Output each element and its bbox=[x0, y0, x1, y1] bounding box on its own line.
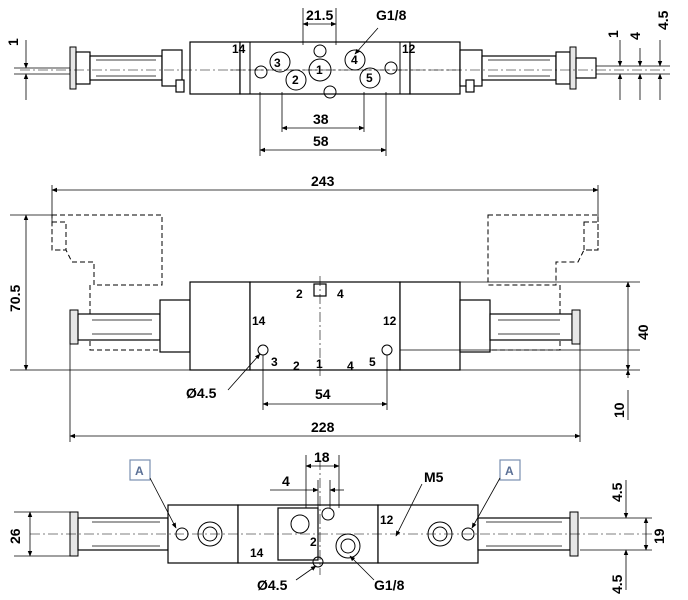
bottom-dim-4: 4 bbox=[282, 473, 290, 489]
front-dim-243: 243 bbox=[311, 173, 335, 189]
top-dim-58: 58 bbox=[313, 133, 329, 149]
top-dim-1-right: 1 bbox=[605, 30, 621, 38]
front-dim-10: 10 bbox=[611, 402, 627, 418]
bottom-dim-hole: Ø4.5 bbox=[257, 577, 288, 593]
top-dim-38: 38 bbox=[313, 111, 329, 127]
bottom-port-12: 12 bbox=[380, 513, 394, 527]
top-port-14: 14 bbox=[232, 42, 246, 56]
bottom-view-marker-right-label: A bbox=[505, 464, 514, 478]
bottom-dim-26: 26 bbox=[7, 528, 23, 544]
bottom-view-marker-left bbox=[129, 459, 151, 481]
bottom-view: 12 2 14 A A 18 4 M5 Ø4.5 G1/8 26 bbox=[7, 449, 667, 594]
bottom-port-14: 14 bbox=[250, 546, 264, 560]
front-dim-228: 228 bbox=[311, 419, 335, 435]
top-port-2: 2 bbox=[292, 73, 299, 87]
front-port-1: 1 bbox=[316, 357, 323, 371]
bottom-dim-m5: M5 bbox=[424, 469, 444, 485]
front-port-5: 5 bbox=[369, 355, 376, 369]
front-right-connector-outline bbox=[487, 214, 599, 286]
front-port-3: 3 bbox=[271, 355, 278, 369]
top-left-solenoid bbox=[69, 46, 185, 93]
front-port-4b: 4 bbox=[347, 359, 354, 373]
bottom-dim-4-5-bottom: 4.5 bbox=[609, 574, 625, 594]
front-left-connector-outline bbox=[51, 214, 163, 286]
top-dim-1-left: 1 bbox=[5, 38, 21, 46]
top-view: 14 12 3 1 2 4 5 21.5 G1/8 38 58 1 1 bbox=[5, 7, 671, 156]
front-valve-body bbox=[249, 281, 401, 371]
front-port-14: 14 bbox=[252, 314, 266, 328]
bottom-view-marker-left-label: A bbox=[135, 464, 144, 478]
top-port-12: 12 bbox=[402, 42, 416, 56]
front-port-2: 2 bbox=[296, 287, 303, 301]
front-port-2b: 2 bbox=[293, 359, 300, 373]
front-dim-54: 54 bbox=[315, 386, 331, 402]
top-dim-4: 4 bbox=[627, 32, 643, 40]
bottom-dim-g18: G1/8 bbox=[374, 577, 405, 593]
top-port-3: 3 bbox=[274, 56, 281, 70]
bottom-dim-4-5-top: 4.5 bbox=[609, 482, 625, 502]
front-view: 2 4 14 12 3 2 1 4 5 243 70.5 40 10 54 bbox=[7, 173, 651, 442]
bottom-view-marker-right bbox=[499, 459, 521, 481]
front-dim-40: 40 bbox=[635, 324, 651, 340]
bottom-dim-19: 19 bbox=[651, 528, 667, 544]
front-dim-hole: Ø4.5 bbox=[186, 385, 217, 401]
top-valve-body bbox=[189, 41, 461, 99]
top-port-5: 5 bbox=[366, 71, 373, 85]
front-dim-70-5: 70.5 bbox=[7, 285, 23, 312]
top-dim-4-5: 4.5 bbox=[655, 10, 671, 30]
top-dim-g18: G1/8 bbox=[376, 7, 407, 23]
top-port-4: 4 bbox=[351, 53, 358, 67]
front-port-4: 4 bbox=[337, 287, 344, 301]
top-dim-21-5: 21.5 bbox=[306, 7, 333, 23]
front-port-12: 12 bbox=[383, 314, 397, 328]
top-right-solenoid bbox=[459, 46, 597, 93]
top-port-1: 1 bbox=[316, 63, 323, 77]
bottom-port-2: 2 bbox=[310, 535, 317, 549]
bottom-dim-18: 18 bbox=[314, 449, 330, 465]
